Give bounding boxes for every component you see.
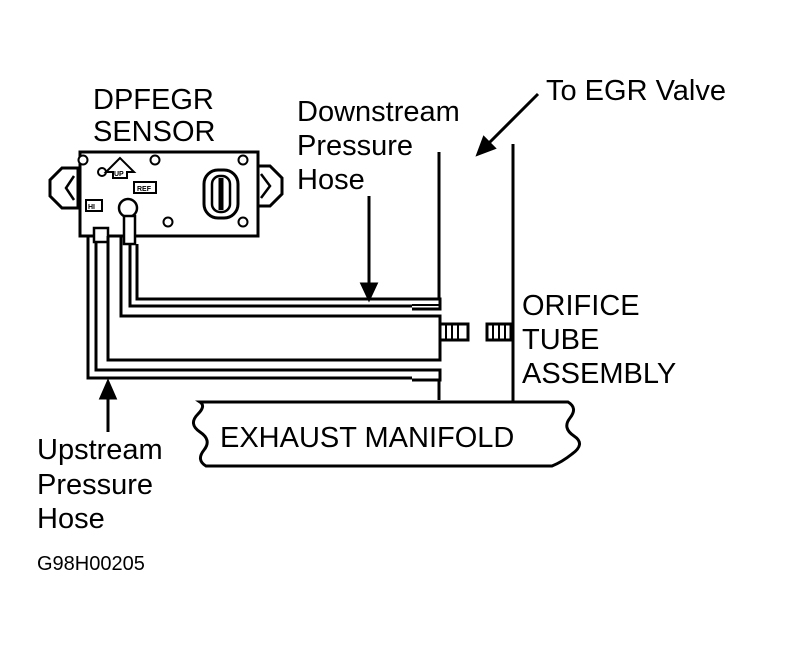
egr-valve-label: To EGR Valve	[546, 75, 726, 107]
upstream-label-line1: Upstream	[37, 434, 163, 466]
sensor-title-line1: DPFEGR	[93, 84, 214, 116]
ref-port-label-box	[133, 181, 157, 194]
mount-hole-icon	[237, 154, 249, 166]
upstream-label-line2: Pressure	[37, 469, 153, 501]
hoses	[86, 236, 412, 380]
hi-port-label-box	[85, 199, 103, 212]
downstream-label-line1: Downstream	[297, 96, 460, 128]
arrow-up-icon	[98, 378, 118, 400]
sensor-title-line2: SENSOR	[93, 116, 215, 148]
up-mark: UP	[114, 171, 124, 178]
hi-mark: HI	[88, 204, 95, 211]
callout-arrows	[98, 92, 540, 432]
upstream-pressure-hose	[86, 236, 412, 380]
sensor-left-ear	[48, 166, 80, 210]
middle-hose	[119, 236, 412, 318]
upstream-nipple	[92, 226, 110, 244]
arrow-down-left-icon	[475, 135, 497, 157]
exhaust-manifold-label: EXHAUST MANIFOLD	[220, 422, 514, 454]
orifice-tube-fittings	[412, 144, 515, 402]
orifice-label-line3: ASSEMBLY	[522, 358, 676, 390]
orifice-label-line2: TUBE	[522, 324, 599, 356]
mount-hole-icon	[149, 154, 161, 166]
mount-hole-icon	[162, 216, 174, 228]
up-arrow-icon	[103, 156, 137, 179]
orifice-label-line1: ORIFICE	[522, 290, 640, 322]
arrow-down-icon	[359, 282, 379, 303]
downstream-nipple	[122, 214, 137, 246]
figure-code: G98H00205	[37, 553, 145, 575]
downstream-port-icon	[117, 197, 139, 219]
mount-hole-icon	[237, 216, 249, 228]
exhaust-manifold-outline	[192, 400, 581, 468]
downstream-label-line3: Hose	[297, 164, 365, 196]
ref-mark: REF	[137, 186, 152, 193]
downstream-label-line2: Pressure	[297, 130, 413, 162]
downstream-pressure-hose	[128, 244, 412, 308]
upstream-label-line3: Hose	[37, 503, 105, 535]
dpfegr-sensor	[48, 150, 284, 246]
mount-hole-icon	[77, 154, 89, 166]
